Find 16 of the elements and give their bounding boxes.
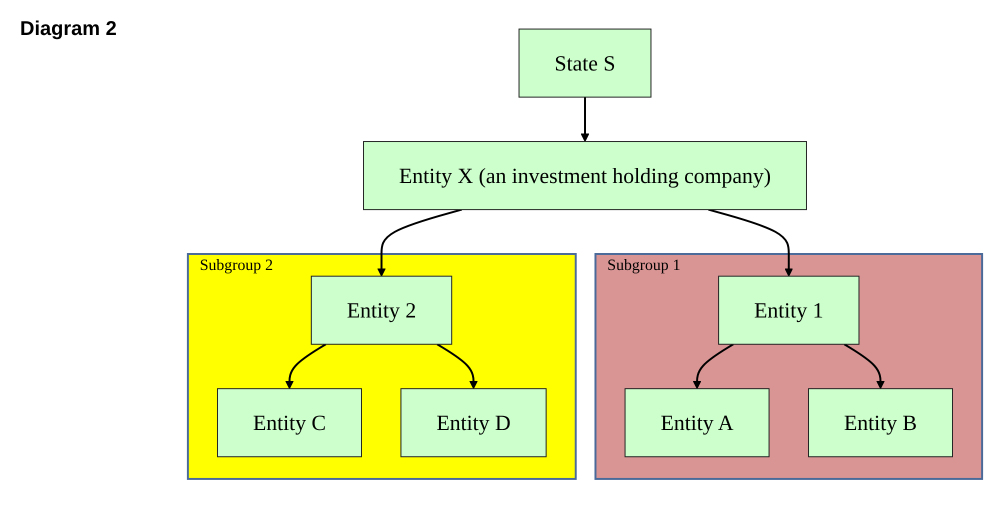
node-box: Entity A bbox=[624, 388, 770, 458]
node-box: State S bbox=[518, 28, 652, 98]
node-box: Entity B bbox=[808, 388, 953, 458]
arrow bbox=[580, 97, 590, 142]
node-box: Entity 1 bbox=[718, 276, 860, 345]
node-box: Entity C bbox=[217, 388, 362, 458]
arrow bbox=[692, 343, 734, 390]
diagram-title: Diagram 2 bbox=[20, 18, 117, 41]
arrow bbox=[708, 208, 794, 277]
arrow bbox=[844, 343, 885, 390]
arrow bbox=[285, 343, 326, 390]
arrow bbox=[377, 208, 462, 277]
arrow bbox=[436, 343, 478, 390]
node-box: Entity 2 bbox=[310, 276, 452, 345]
node-box: Entity X (an investment holding company) bbox=[363, 141, 807, 210]
node-box: Entity D bbox=[400, 388, 547, 458]
